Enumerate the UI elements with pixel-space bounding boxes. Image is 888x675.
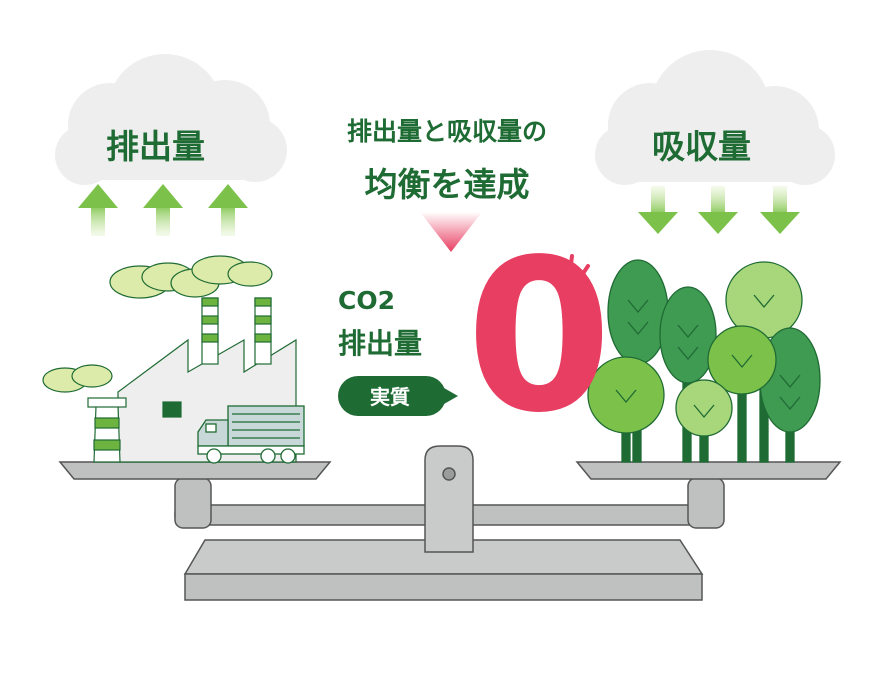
up-arrow-icon	[78, 184, 118, 236]
absorption-cloud	[595, 50, 835, 185]
absorption-arrows	[638, 186, 800, 234]
down-triangle-icon	[420, 212, 482, 252]
badge-bubble	[338, 376, 458, 416]
absorption-label: 吸収量	[652, 127, 751, 166]
emission-arrows	[78, 184, 248, 236]
forest-icon	[587, 259, 821, 463]
smoke-clouds	[42, 255, 273, 393]
co2-label: CO2	[338, 286, 395, 315]
zero-value: 0	[466, 214, 613, 459]
co2-emission-label: 排出量	[338, 327, 423, 360]
net-badge-label: 実質	[370, 385, 410, 409]
emission-label: 排出量	[106, 127, 205, 166]
emphasis-lines	[555, 254, 590, 280]
right-pan	[575, 461, 842, 480]
left-pan	[58, 461, 332, 480]
headline-line2: 均衡を達成	[364, 165, 530, 204]
down-arrow-icon	[698, 186, 738, 234]
emission-cloud	[55, 54, 287, 185]
down-arrow-icon	[638, 186, 678, 234]
scale-base	[174, 445, 725, 601]
headline-line1: 排出量と吸収量の	[346, 117, 547, 146]
up-arrow-icon	[143, 184, 183, 236]
up-arrow-icon	[208, 184, 248, 236]
truck-icon	[197, 405, 305, 464]
down-arrow-icon	[760, 186, 800, 234]
